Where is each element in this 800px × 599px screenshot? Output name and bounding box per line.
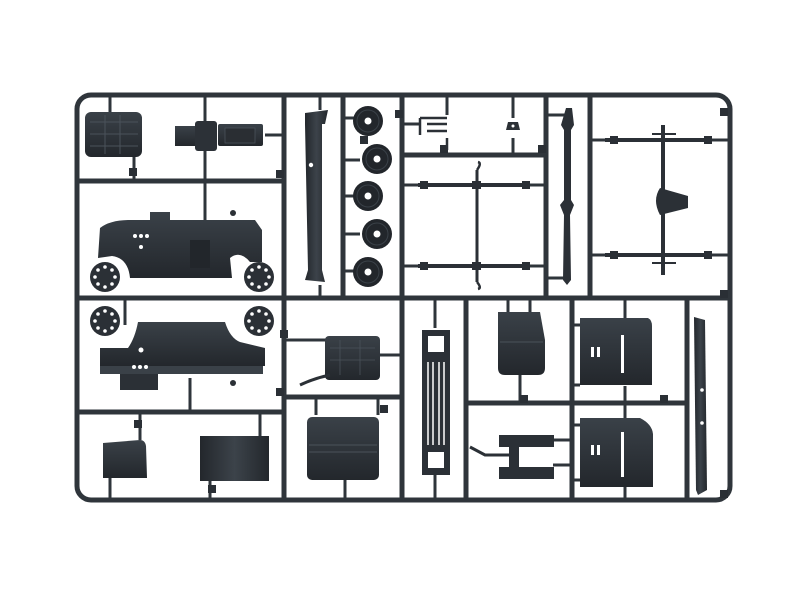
door-panel <box>580 318 652 385</box>
radiator-block <box>85 112 142 157</box>
steering-column <box>560 108 574 285</box>
battery-box <box>307 417 379 480</box>
fuel-tank <box>299 336 380 387</box>
tire <box>353 106 383 136</box>
tire-group <box>353 106 392 287</box>
brake-disc <box>244 306 274 336</box>
door-panel <box>580 418 653 487</box>
small-linkage <box>418 116 449 150</box>
front-grille <box>422 330 450 475</box>
fender-left <box>103 440 147 478</box>
seat-rails <box>469 435 554 479</box>
cab-floor-upper <box>98 210 262 278</box>
tire <box>353 257 383 287</box>
side-rail <box>694 317 707 495</box>
fender-right <box>200 436 269 481</box>
brake-disc-group <box>90 262 274 336</box>
rear-axle-differential <box>605 125 712 275</box>
tire <box>353 181 383 211</box>
leaf-spring-axle <box>418 160 530 291</box>
brake-disc <box>90 262 120 292</box>
sprue-frame <box>74 92 733 503</box>
brake-disc <box>244 262 274 292</box>
tire <box>362 219 392 249</box>
brake-disc <box>90 306 120 336</box>
tire <box>362 144 392 174</box>
engine-block <box>175 121 263 151</box>
cab-floor-lower <box>100 322 265 390</box>
seat-shell <box>498 312 545 375</box>
small-bracket <box>506 122 520 130</box>
bumper-bar <box>305 110 328 282</box>
